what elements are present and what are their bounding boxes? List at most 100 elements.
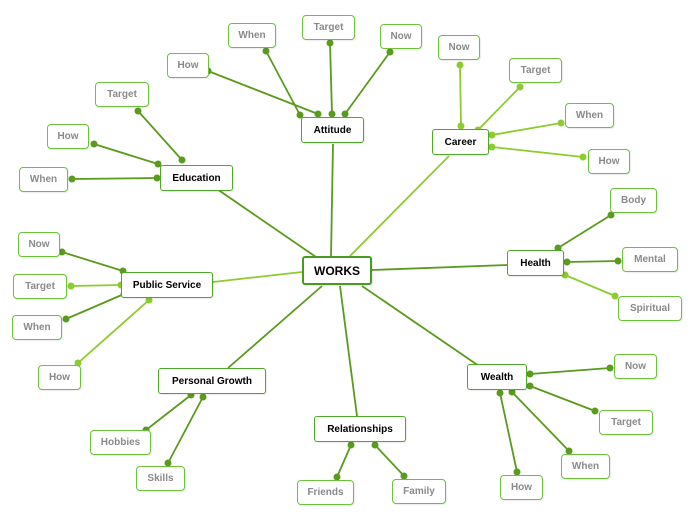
- leaf-career-target[interactable]: Target: [509, 58, 562, 83]
- connector-line: [65, 293, 125, 320]
- leaf-public-service-now[interactable]: Now: [18, 232, 60, 257]
- leaf-attitude-how[interactable]: How: [167, 53, 209, 78]
- connector-dot: [611, 292, 619, 300]
- topic-relationships[interactable]: Relationships: [314, 416, 406, 442]
- leaf-public-service-target[interactable]: Target: [13, 274, 67, 299]
- leaf-career-when[interactable]: When: [565, 103, 614, 128]
- connector-line: [330, 143, 334, 257]
- leaf-attitude-target[interactable]: Target: [302, 15, 355, 40]
- connector-dot: [496, 389, 504, 397]
- topic-education[interactable]: Education: [160, 165, 233, 191]
- leaf-label: Now: [28, 239, 50, 250]
- topic-relationships-label: Relationships: [327, 423, 393, 435]
- leaf-label: How: [48, 372, 71, 383]
- connector-dot: [579, 153, 587, 161]
- connector-line: [374, 444, 405, 477]
- leaf-wealth-now[interactable]: Now: [614, 354, 657, 379]
- topic-public-service[interactable]: Public Service: [121, 272, 213, 298]
- connector-line: [137, 110, 183, 161]
- connector-dot: [456, 61, 464, 69]
- leaf-label: Target: [107, 89, 137, 100]
- connector-dot: [563, 258, 571, 266]
- connector-line: [70, 284, 122, 287]
- leaf-public-service-when[interactable]: When: [12, 315, 62, 340]
- leaf-wealth-when[interactable]: When: [561, 454, 610, 479]
- connector-line: [329, 42, 333, 115]
- leaf-public-service-how[interactable]: How: [38, 365, 81, 390]
- leaf-relationships-family[interactable]: Family: [392, 479, 446, 504]
- connector-dot: [154, 160, 162, 168]
- connector-line: [336, 444, 352, 478]
- leaf-education-how[interactable]: How: [47, 124, 89, 149]
- connector-dot: [134, 107, 142, 115]
- connector-dot: [526, 370, 534, 378]
- connector-dot: [606, 364, 614, 372]
- connector-line: [61, 251, 124, 272]
- connector-dot: [153, 174, 161, 182]
- topic-personal-growth-label: Personal Growth: [171, 375, 252, 387]
- connector-dot: [178, 156, 186, 164]
- leaf-label: How: [177, 60, 199, 71]
- leaf-label: How: [510, 482, 533, 493]
- connector-dot: [386, 48, 394, 56]
- leaf-education-target[interactable]: Target: [95, 82, 149, 107]
- leaf-attitude-now[interactable]: Now: [380, 24, 422, 49]
- topic-career-label: Career: [444, 136, 477, 148]
- leaf-career-now[interactable]: Now: [438, 35, 480, 60]
- leaf-education-when[interactable]: When: [19, 167, 68, 192]
- topic-attitude[interactable]: Attitude: [301, 117, 364, 143]
- leaf-wealth-how[interactable]: How: [500, 475, 543, 500]
- leaf-label: Hobbies: [100, 437, 141, 448]
- leaf-attitude-when[interactable]: When: [228, 23, 276, 48]
- leaf-label: How: [598, 156, 620, 167]
- connector-line: [564, 274, 616, 297]
- connector-dot: [164, 459, 172, 467]
- leaf-label: Now: [390, 31, 412, 42]
- connector-dot: [591, 407, 599, 415]
- connector-dot: [347, 441, 355, 449]
- connector-line: [491, 146, 584, 158]
- topic-wealth[interactable]: Wealth: [467, 364, 527, 390]
- connector-line: [216, 188, 317, 258]
- connector-dot: [296, 111, 304, 119]
- leaf-label: Skills: [147, 473, 174, 484]
- leaf-health-mental[interactable]: Mental: [622, 247, 678, 272]
- leaf-career-how[interactable]: How: [588, 149, 630, 174]
- leaf-personal-growth-skills[interactable]: Skills: [136, 466, 185, 491]
- leaf-label: Mental: [634, 254, 666, 265]
- connector-line: [227, 285, 323, 369]
- connector-line: [207, 70, 319, 115]
- root-node-works[interactable]: WORKS: [302, 256, 372, 285]
- connector-line: [529, 385, 596, 412]
- topic-attitude-label: Attitude: [313, 124, 352, 136]
- connector-line: [339, 285, 358, 417]
- connector-dot: [488, 143, 496, 151]
- leaf-personal-growth-hobbies[interactable]: Hobbies: [90, 430, 151, 455]
- connector-dot: [457, 122, 465, 130]
- connector-line: [349, 155, 450, 257]
- leaf-label: Now: [448, 42, 470, 53]
- connector-line: [93, 143, 159, 165]
- topic-education-label: Education: [172, 172, 221, 184]
- connector-dot: [58, 248, 66, 256]
- connector-dot: [74, 359, 82, 367]
- topic-career[interactable]: Career: [432, 129, 489, 155]
- topic-personal-growth[interactable]: Personal Growth: [158, 368, 266, 394]
- connector-line: [361, 285, 480, 367]
- leaf-health-body[interactable]: Body: [610, 188, 657, 213]
- leaf-wealth-target[interactable]: Target: [599, 410, 653, 435]
- connector-dot: [314, 110, 322, 118]
- connector-dot: [607, 211, 615, 219]
- connector-dot: [554, 244, 562, 252]
- root-label: WORKS: [314, 263, 360, 278]
- topic-health[interactable]: Health: [507, 250, 564, 276]
- connector-dot: [67, 282, 75, 290]
- connector-line: [71, 177, 158, 180]
- leaf-relationships-friends[interactable]: Friends: [297, 480, 354, 505]
- topic-health-label: Health: [520, 257, 551, 269]
- leaf-label: When: [575, 110, 604, 121]
- connector-dot: [341, 110, 349, 118]
- connector-dot: [68, 175, 76, 183]
- leaf-health-spiritual[interactable]: Spiritual: [618, 296, 682, 321]
